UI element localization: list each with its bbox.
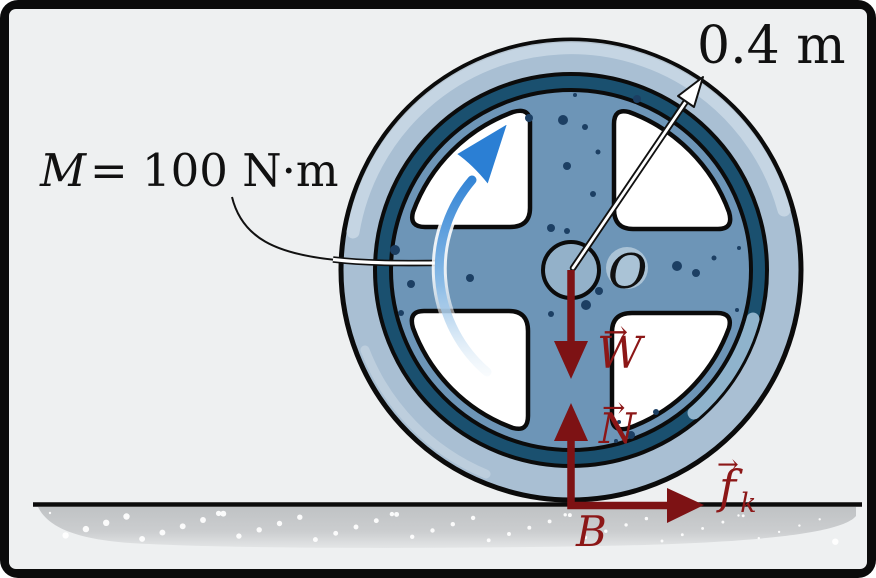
weight-vector-mark: → — [603, 315, 628, 350]
ground-texture-band — [38, 507, 856, 548]
leader-ribbon-core — [332, 257, 443, 265]
moment-arc — [434, 175, 492, 377]
rim-bottomleft-highlight — [360, 345, 491, 479]
radius-arrowhead — [677, 76, 704, 108]
center-point-label: O — [608, 244, 647, 300]
rim-inner-highlight — [687, 312, 760, 420]
moment-arrowhead — [455, 122, 509, 186]
moment-leader-line — [231, 196, 443, 267]
force-vectors — [554, 270, 704, 523]
normal-friction-shafts — [567, 436, 672, 510]
disc-speckles — [390, 93, 741, 443]
radius-arrow-icon — [569, 76, 704, 272]
center-label-badge — [606, 247, 648, 289]
friction-arrowhead — [667, 488, 704, 523]
leader-thin-segment — [231, 196, 337, 261]
radius-label: 0.4 m — [697, 16, 846, 76]
moment-label-value: = 100 N·m — [90, 144, 339, 197]
normal-label: N — [598, 404, 637, 453]
labels: M = 100 N·m 0.4 m O → W → N → f k B — [39, 16, 846, 556]
moment-label-symbol: M — [39, 144, 87, 197]
friction-vector-mark: → — [717, 450, 739, 480]
friction-symbol: f — [716, 460, 743, 514]
normal-vector-mark: → — [602, 391, 625, 424]
radius-shaft — [571, 95, 691, 270]
rim-top-highlight — [346, 41, 791, 239]
ground-speckles — [48, 510, 839, 545]
contact-point-label: B — [575, 507, 607, 556]
moment-arrow-icon — [431, 122, 509, 380]
weight-arrowhead — [554, 341, 588, 379]
weight-label: W — [597, 328, 646, 379]
ground — [33, 502, 862, 548]
friction-subscript: k — [740, 488, 756, 519]
normal-arrowhead — [554, 403, 588, 441]
